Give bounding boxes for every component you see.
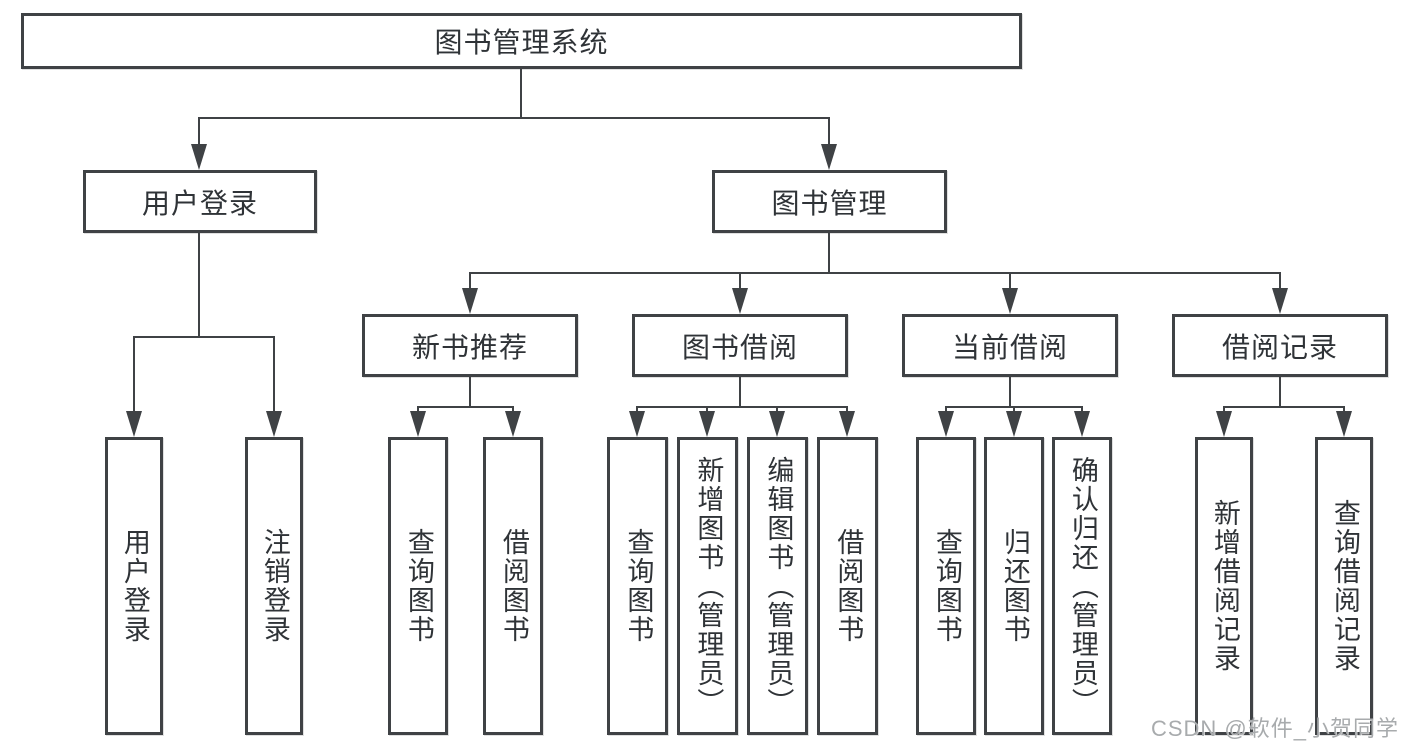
node-label: 借阅记录 xyxy=(1221,331,1338,363)
arrow-down-icon xyxy=(1074,411,1090,437)
node-label: 用户登录 xyxy=(141,187,258,219)
leaf-add-book-admin: 新增图书（管理员） xyxy=(677,437,738,735)
arrow-down-icon xyxy=(126,411,142,437)
arrow-down-icon xyxy=(410,411,426,437)
arrow-down-icon xyxy=(699,411,715,437)
connector-line xyxy=(273,336,275,415)
leaf-label: 新增图书（管理员） xyxy=(693,455,724,717)
node-label: 新书推荐 xyxy=(411,331,528,363)
connector-line xyxy=(1223,406,1345,408)
node-library-management-system: 图书管理系统 xyxy=(21,13,1022,69)
node-label: 当前借阅 xyxy=(951,331,1068,363)
arrow-down-icon xyxy=(732,288,748,314)
connector-line xyxy=(828,117,830,148)
connector-line xyxy=(636,406,848,408)
leaf-borrow-books-borrowing: 借阅图书 xyxy=(817,437,878,735)
arrow-down-icon xyxy=(266,411,282,437)
leaf-user-login: 用户登录 xyxy=(105,437,163,735)
connector-line xyxy=(469,272,1281,274)
leaf-borrow-books-recommend: 借阅图书 xyxy=(483,437,543,735)
connector-line xyxy=(469,377,471,408)
leaf-label: 查询图书 xyxy=(931,528,962,644)
connector-line xyxy=(198,117,830,119)
connector-line xyxy=(417,406,514,408)
arrow-down-icon xyxy=(1272,288,1288,314)
node-label: 图书管理系统 xyxy=(434,27,609,58)
leaf-add-borrow-record: 新增借阅记录 xyxy=(1195,437,1253,735)
connector-line xyxy=(133,336,275,338)
arrow-down-icon xyxy=(462,288,478,314)
connector-line xyxy=(512,406,514,415)
connector-line xyxy=(1009,377,1011,408)
leaf-return-book: 归还图书 xyxy=(984,437,1044,735)
connector-line xyxy=(945,406,947,415)
connector-line xyxy=(846,406,848,415)
leaf-label: 借阅图书 xyxy=(833,528,864,644)
arrow-down-icon xyxy=(839,411,855,437)
arrow-down-icon xyxy=(1216,411,1232,437)
node-current-borrowing: 当前借阅 xyxy=(902,314,1118,377)
connector-line xyxy=(828,233,830,274)
leaf-query-books-borrowing: 查询图书 xyxy=(607,437,668,735)
connector-line xyxy=(133,336,135,415)
connector-line xyxy=(1013,406,1015,415)
arrow-down-icon xyxy=(505,411,521,437)
connector-line xyxy=(636,406,638,415)
leaf-query-books-recommend: 查询图书 xyxy=(388,437,448,735)
arrow-down-icon xyxy=(938,411,954,437)
leaf-label: 确认归还（管理员） xyxy=(1067,455,1098,717)
leaf-query-books-current: 查询图书 xyxy=(916,437,976,735)
connector-line xyxy=(198,117,200,148)
leaf-edit-book-admin: 编辑图书（管理员） xyxy=(747,437,808,735)
arrow-down-icon xyxy=(769,411,785,437)
watermark-text: CSDN @软件_小贺同学 xyxy=(1150,716,1399,741)
connector-line xyxy=(1081,406,1083,415)
arrow-down-icon xyxy=(1002,288,1018,314)
leaf-logout: 注销登录 xyxy=(245,437,303,735)
leaf-label: 用户登录 xyxy=(119,528,150,644)
arrow-down-icon xyxy=(821,144,837,170)
node-user-login: 用户登录 xyxy=(83,170,317,233)
leaf-confirm-return-admin: 确认归还（管理员） xyxy=(1052,437,1112,735)
leaf-label: 查询借阅记录 xyxy=(1329,499,1360,673)
connector-line xyxy=(1009,272,1011,292)
connector-line xyxy=(706,406,708,415)
leaf-label: 查询图书 xyxy=(403,528,434,644)
node-book-borrowing: 图书借阅 xyxy=(632,314,848,377)
leaf-label: 注销登录 xyxy=(259,528,290,644)
node-borrowing-records: 借阅记录 xyxy=(1172,314,1388,377)
leaf-label: 编辑图书（管理员） xyxy=(763,455,794,717)
node-new-book-recommendation: 新书推荐 xyxy=(362,314,578,377)
node-label: 图书管理 xyxy=(771,187,888,219)
connector-line xyxy=(198,233,200,338)
arrow-down-icon xyxy=(1006,411,1022,437)
connector-line xyxy=(520,69,522,118)
leaf-label: 借阅图书 xyxy=(498,528,529,644)
arrow-down-icon xyxy=(191,144,207,170)
leaf-label: 归还图书 xyxy=(999,528,1030,644)
connector-line xyxy=(417,406,419,415)
connector-line xyxy=(1279,377,1281,408)
connector-line xyxy=(739,272,741,292)
leaf-label: 新增借阅记录 xyxy=(1209,499,1240,673)
connector-line xyxy=(1343,406,1345,415)
connector-line xyxy=(776,406,778,415)
connector-line xyxy=(1279,272,1281,292)
arrow-down-icon xyxy=(1336,411,1352,437)
connector-line xyxy=(469,272,471,292)
node-book-management: 图书管理 xyxy=(712,170,947,233)
leaf-query-borrow-record: 查询借阅记录 xyxy=(1315,437,1373,735)
arrow-down-icon xyxy=(629,411,645,437)
connector-line xyxy=(739,377,741,408)
leaf-label: 查询图书 xyxy=(623,528,654,644)
node-label: 图书借阅 xyxy=(681,331,798,363)
connector-line xyxy=(1223,406,1225,415)
